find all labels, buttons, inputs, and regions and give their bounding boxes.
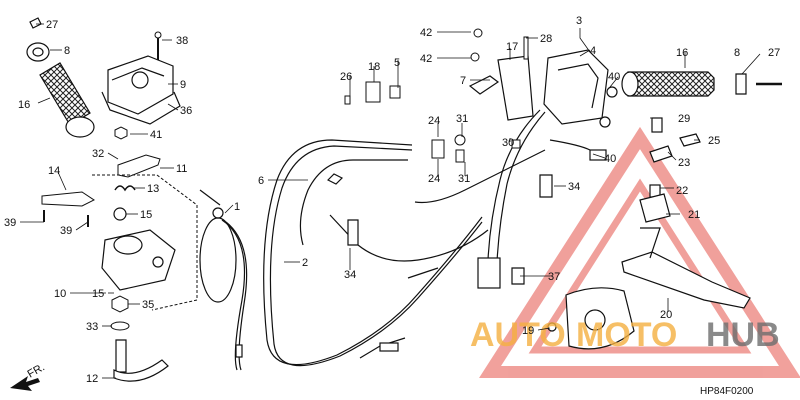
callout-38: 38 [176, 35, 188, 47]
callout-13: 13 [147, 183, 159, 195]
callout-11: 11 [176, 163, 187, 175]
callout-27-right: 27 [768, 47, 780, 59]
throttle-cable [199, 189, 248, 371]
callout-20: 20 [660, 309, 672, 321]
callout-24-b: 24 [428, 173, 440, 185]
callout-6: 6 [258, 175, 264, 187]
callout-3: 3 [576, 15, 582, 27]
right-grip-assembly [599, 71, 782, 128]
right-switch-housing [468, 49, 609, 125]
callout-18: 18 [368, 61, 380, 73]
center-fasteners [344, 28, 529, 163]
callout-10: 10 [54, 288, 66, 300]
callout-15-a: 15 [140, 209, 152, 221]
callout-39-b: 39 [60, 225, 72, 237]
callout-39-a: 39 [4, 217, 16, 229]
callout-1: 1 [234, 201, 240, 213]
callout-36: 36 [180, 105, 192, 117]
callout-23: 23 [678, 157, 690, 169]
callout-26: 26 [340, 71, 352, 83]
callout-2: 2 [302, 257, 308, 269]
callout-32: 32 [92, 148, 104, 160]
front-direction-label: FR. [26, 361, 47, 380]
diagram-code: HP84F0200 [700, 386, 754, 397]
callout-40-b: 40 [604, 153, 616, 165]
callout-31-a: 31 [456, 113, 468, 125]
watermark-wordmark: AUTO MOTO HUB [470, 316, 780, 354]
callout-9: 9 [180, 79, 186, 91]
throttle-body [101, 207, 176, 291]
callout-7: 7 [460, 75, 466, 87]
callout-31-b: 31 [458, 173, 470, 185]
callout-5: 5 [394, 57, 400, 69]
front-direction-arrow [10, 376, 40, 391]
callout-21: 21 [688, 209, 700, 221]
callout-14: 14 [48, 165, 60, 177]
wire-harness [326, 109, 607, 289]
callout-22: 22 [676, 185, 688, 197]
callout-15-b: 15 [92, 288, 104, 300]
callout-16-right: 16 [676, 47, 688, 59]
watermark-triangle [479, 126, 800, 378]
callout-41: 41 [150, 129, 162, 141]
callout-33: 33 [86, 321, 98, 333]
callout-25: 25 [708, 135, 720, 147]
brake-lever-assembly [621, 117, 751, 309]
leader-lines [20, 23, 761, 379]
callout-34-a: 34 [568, 181, 580, 193]
callout-30: 30 [502, 137, 514, 149]
callout-42-b: 42 [420, 53, 432, 65]
watermark-text-moto: MOTO [576, 316, 677, 354]
callout-29: 29 [678, 113, 690, 125]
callout-16-left: 16 [18, 99, 30, 111]
throttle-lever [113, 339, 169, 382]
left-grip-assembly [26, 17, 95, 138]
callout-24-a: 24 [428, 115, 440, 127]
watermark-logo [479, 126, 800, 378]
callout-34-b: 34 [344, 269, 356, 281]
callout-19: 19 [522, 325, 534, 337]
brake-cables [263, 139, 489, 367]
callout-42-a: 42 [420, 27, 432, 39]
lever-bracket [547, 287, 635, 350]
callout-28: 28 [540, 33, 552, 45]
callout-17: 17 [506, 41, 518, 53]
watermark-text-hub: HUB [706, 316, 780, 354]
watermark-text-auto: AUTO [470, 316, 566, 354]
callout-12: 12 [86, 373, 98, 385]
callout-labels: 27 8 16 38 9 36 41 32 11 13 14 39 39 15 … [4, 15, 780, 385]
callout-40-a: 40 [608, 71, 620, 83]
callout-35: 35 [142, 299, 154, 311]
callout-8-left: 8 [64, 45, 70, 57]
throttle-housing-cover [101, 55, 181, 125]
callout-37: 37 [548, 271, 560, 283]
callout-4: 4 [590, 45, 596, 57]
callout-8-right: 8 [734, 47, 740, 59]
callout-27-left: 27 [46, 19, 58, 31]
